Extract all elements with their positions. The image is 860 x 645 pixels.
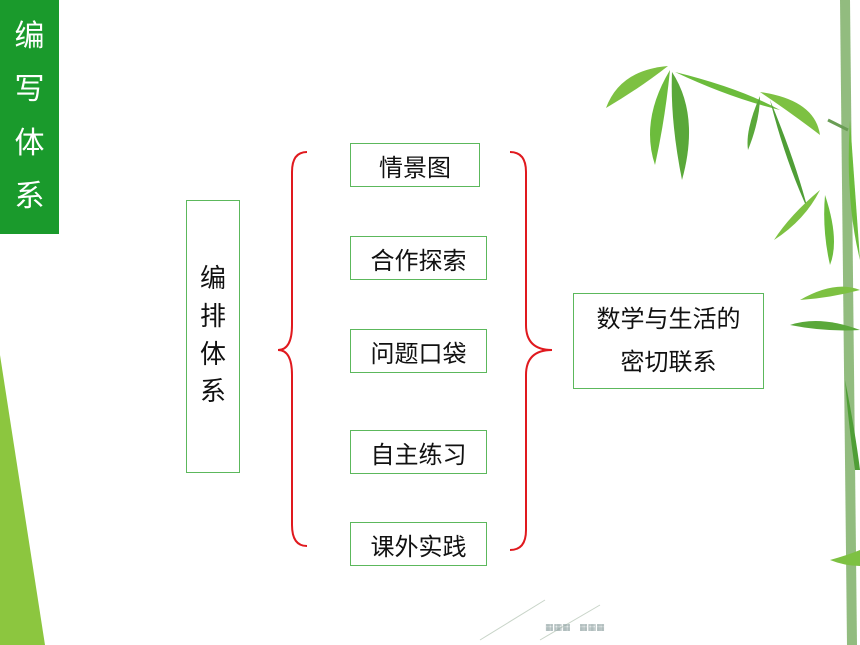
item-label: 合作探索 [371,241,467,276]
item-box: 课外实践 [350,522,487,566]
item-box: 问题口袋 [350,329,487,373]
item-box: 情景图 [350,143,480,187]
result-line-2: 密切联系 [621,341,717,384]
item-box: 合作探索 [350,236,487,280]
result-line-1: 数学与生活的 [597,298,741,341]
item-label: 问题口袋 [371,334,467,369]
item-label: 自主练习 [371,435,467,470]
right-brace [510,152,552,550]
item-box: 自主练习 [350,430,487,474]
item-label: 课外实践 [371,527,467,562]
left-brace [278,152,307,546]
item-label: 情景图 [379,148,451,183]
watermark: ▦▦▦ ▦▦▦ [545,623,605,633]
result-box: 数学与生活的 密切联系 [573,293,764,389]
